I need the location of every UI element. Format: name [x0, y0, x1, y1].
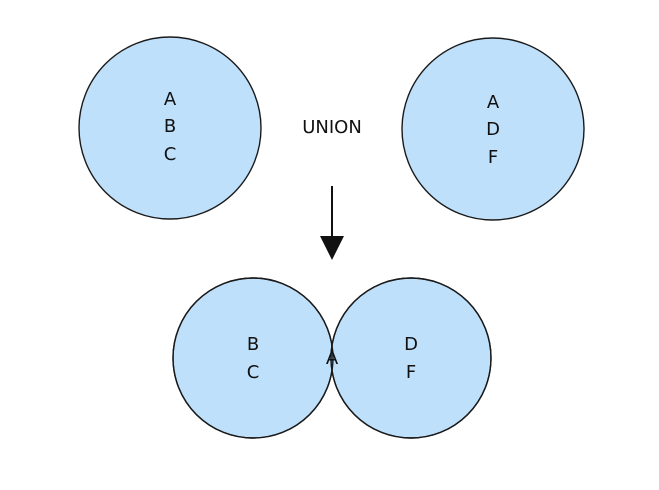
- result-left-circle: [172, 277, 334, 439]
- result-left-item: B: [247, 334, 259, 355]
- set-b-item: D: [486, 119, 500, 140]
- result-overlap-item: A: [326, 348, 339, 369]
- result-right-outline: [330, 277, 492, 439]
- result-left-outline: [172, 277, 334, 439]
- set-a-item: A: [164, 89, 177, 110]
- result-right-circle: [330, 277, 492, 439]
- result-right-item: F: [406, 362, 416, 383]
- set-b-item: F: [488, 147, 498, 168]
- result-left-item: C: [247, 362, 260, 383]
- result-right-item: D: [404, 334, 418, 355]
- operation-label: UNION: [302, 117, 362, 138]
- set-a-item: B: [164, 116, 176, 137]
- set-a-item: C: [164, 144, 177, 165]
- set-a-circle: [78, 36, 262, 220]
- set-b-circle: [401, 37, 585, 221]
- set-b-item: A: [487, 92, 500, 113]
